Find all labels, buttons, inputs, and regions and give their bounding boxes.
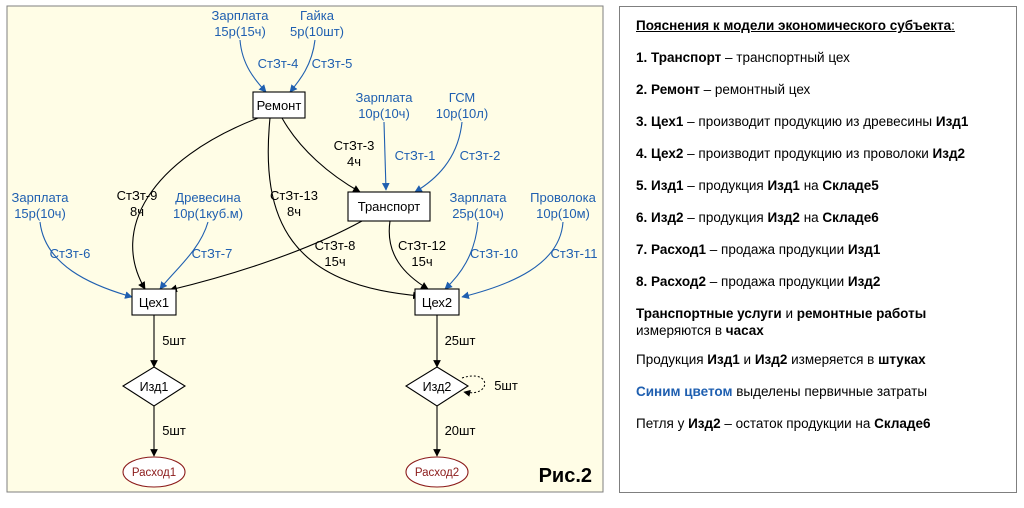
edge-zp-ceh1	[39, 221, 133, 299]
node-izd1: Изд1	[140, 380, 169, 394]
edge-gaika-remont	[289, 39, 316, 93]
edge-label-st13-value: 8ч	[287, 204, 301, 219]
edge-label-st8-name: СтЗт-8	[315, 238, 356, 253]
figure-label: Рис.2	[539, 465, 592, 487]
legend-item-4: 4. Цех2 – производит продукцию из провол…	[636, 146, 966, 161]
diagram-frame	[6, 5, 604, 493]
legend-title: Пояснения к модели экономического субъек…	[636, 18, 955, 33]
node-izd1-diamond	[121, 366, 187, 407]
edge-label-st12-name: СтЗт-12	[398, 238, 446, 253]
legend-item-1: 1. Транспорт – транспортный цех	[636, 50, 850, 65]
node-izd2-diamond	[404, 366, 470, 407]
node-ceh1-box	[131, 288, 177, 316]
edge-label-st8-value: 15ч	[324, 254, 345, 269]
model-diagram: Ремонт Транспорт Цех1 Цех2 Изд1 Изд2 Рас…	[6, 5, 604, 493]
legend-item-5: 5. Изд1 – продукция Изд1 на Складе5	[636, 178, 879, 193]
primary-zp-transport-name: Зарплата	[356, 90, 414, 105]
primary-gaika-value: 5р(10шт)	[290, 24, 344, 39]
legend-note-loop: Петля у Изд2 – остаток продукции на Скла…	[636, 416, 931, 431]
primary-gsm-value: 10р(10л)	[436, 106, 488, 121]
edge-label-st4: СтЗт-4	[258, 56, 299, 71]
node-rashod2: Расход2	[415, 467, 459, 479]
primary-gsm-name: ГСМ	[449, 90, 476, 105]
legend-panel: Пояснения к модели экономического субъек…	[619, 6, 1017, 493]
primary-zp-ceh2-value: 25р(10ч)	[452, 206, 504, 221]
edge-remont-ceh1	[132, 117, 259, 290]
primary-drevesina-name: Древесина	[175, 190, 241, 205]
legend-item-2: 2. Ремонт – ремонтный цех	[636, 82, 811, 97]
primary-zp-remont-name: Зарплата	[212, 8, 270, 23]
node-remont: Ремонт	[257, 98, 302, 113]
primary-drevesina-value: 10р(1куб.м)	[173, 206, 243, 221]
edge-label-izd2-rashod2: 20шт	[445, 423, 476, 438]
node-ceh2: Цех2	[422, 295, 452, 310]
node-izd2: Изд2	[423, 380, 452, 394]
edge-label-st10: СтЗт-10	[470, 246, 518, 261]
edge-zp-transport	[381, 121, 390, 191]
node-ceh1: Цех1	[139, 295, 169, 310]
edge-label-izd2-loop: 5шт	[494, 378, 518, 393]
edge-label-st12-value: 15ч	[411, 254, 432, 269]
edge-gsm-transport	[414, 121, 463, 193]
edge-label-st9-name: СтЗт-9	[117, 188, 158, 203]
edge-provoloka-ceh2	[461, 221, 564, 300]
edge-remont-ceh2	[267, 117, 421, 300]
legend-item-6: 6. Изд2 – продукция Изд2 на Складе6	[636, 210, 879, 225]
primary-zp-transport-value: 10р(10ч)	[358, 106, 410, 121]
edge-label-st3-name: СтЗт-3	[334, 138, 375, 153]
node-remont-box	[252, 91, 306, 119]
primary-provoloka-name: Проволока	[530, 190, 596, 205]
edge-label-st9-value: 8ч	[130, 204, 144, 219]
legend-note-units-services: Транспортные услуги и ремонтные работы и…	[636, 306, 927, 338]
edge-label-st11: СтЗт-11	[551, 246, 598, 261]
primary-gaika-name: Гайка	[300, 8, 335, 23]
legend-item-7: 7. Расход1 – продажа продукции Изд1	[636, 242, 881, 257]
legend-note-units-products: Продукция Изд1 и Изд2 измеряется в штука…	[636, 352, 926, 367]
node-transport: Транспорт	[358, 199, 421, 214]
edge-label-st3-value: 4ч	[347, 154, 361, 169]
node-ceh2-box	[414, 288, 460, 316]
edge-label-st6: СтЗт-6	[50, 246, 91, 261]
primary-provoloka-value: 10р(10м)	[536, 206, 590, 221]
legend-note-blue: Синим цветом выделены первичные затраты	[636, 384, 928, 399]
primary-zp-ceh2-name: Зарплата	[450, 190, 508, 205]
primary-zp-ceh1-value: 15р(10ч)	[14, 206, 66, 221]
primary-zp-remont-value: 15р(15ч)	[214, 24, 266, 39]
node-rashod1: Расход1	[132, 467, 176, 479]
edge-drevesina-ceh1	[159, 221, 209, 290]
edge-label-ceh2-izd2: 25шт	[445, 333, 476, 348]
edge-zp-ceh2	[444, 221, 479, 290]
edge-izd2-loop	[461, 375, 486, 397]
edge-label-st5: СтЗт-5	[312, 56, 353, 71]
edge-label-st2: СтЗт-2	[460, 148, 501, 163]
edge-transport-ceh1	[169, 220, 363, 293]
edge-transport-ceh2	[388, 220, 429, 290]
node-rashod2-ellipse	[405, 456, 469, 488]
edge-remont-transport	[281, 117, 361, 193]
edge-label-ceh1-izd1: 5шт	[162, 333, 186, 348]
edge-label-izd1-rashod1: 5шт	[162, 423, 186, 438]
edge-zp-remont	[239, 39, 267, 93]
legend-item-8: 8. Расход2 – продажа продукции Изд2	[636, 274, 881, 289]
node-transport-box	[347, 191, 431, 222]
edge-label-st7: СтЗт-7	[192, 246, 233, 261]
node-rashod1-ellipse	[122, 456, 186, 488]
edge-label-st1: СтЗт-1	[395, 148, 436, 163]
legend-item-3: 3. Цех1 – производит продукцию из древес…	[636, 114, 969, 129]
edge-label-st13-name: СтЗт-13	[270, 188, 318, 203]
primary-zp-ceh1-name: Зарплата	[12, 190, 70, 205]
